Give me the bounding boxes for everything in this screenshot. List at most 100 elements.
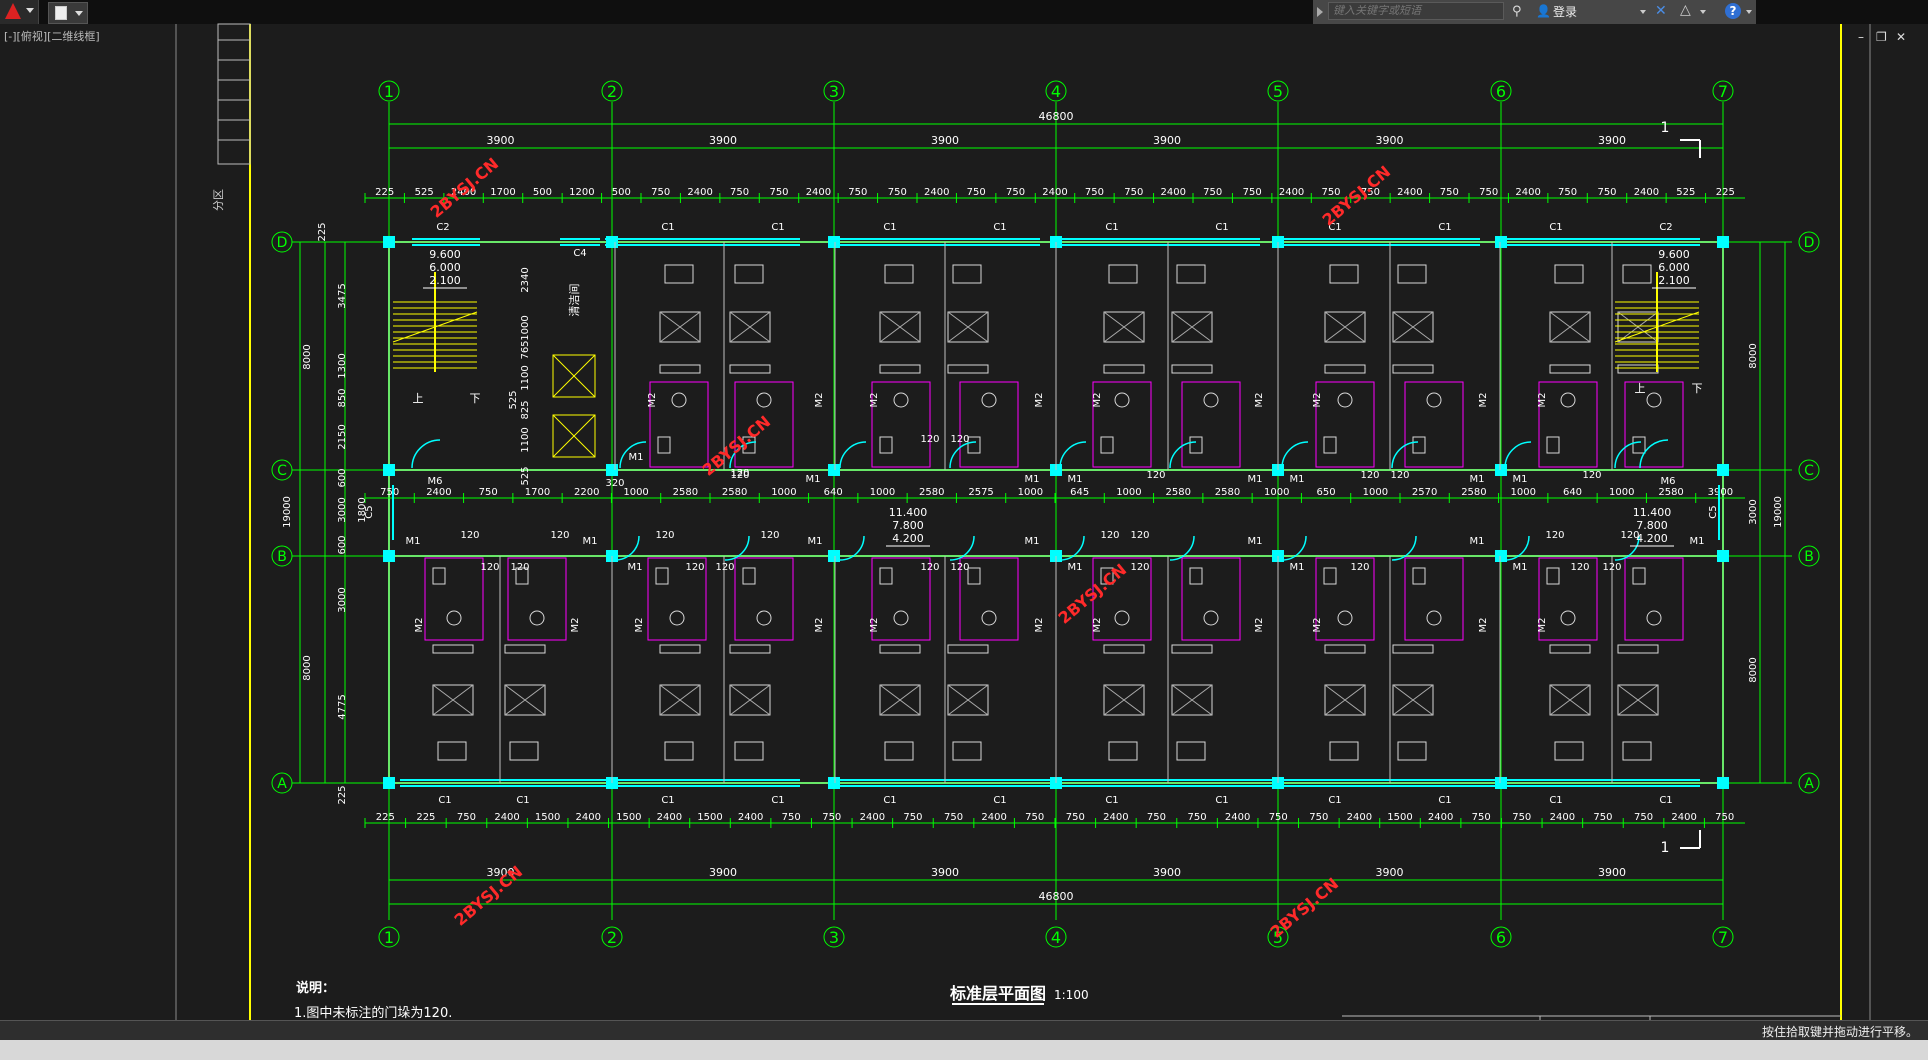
dim-detail-bottom: 2400 [1347, 812, 1372, 823]
window-label-c5: C5 [364, 505, 375, 518]
door-label-m1: M1 [1513, 474, 1528, 485]
toilet [1632, 436, 1646, 454]
door-label-m2: M2 [1034, 393, 1045, 408]
window-label-top: C1 [993, 222, 1006, 233]
dim-detail-top: 2400 [687, 187, 712, 198]
dim-120: 120 [1620, 530, 1639, 541]
login-button[interactable]: 登录 [1553, 5, 1578, 19]
expand-arrow-icon[interactable] [1317, 7, 1323, 17]
dim-left: 19000 [282, 496, 293, 528]
column [606, 236, 618, 248]
quick-access-button[interactable] [48, 2, 88, 24]
bed-line [1171, 311, 1213, 343]
stair-up: 上 [413, 392, 424, 405]
door-label-m2: M2 [1312, 618, 1323, 633]
dim-detail-bottom: 750 [822, 812, 841, 823]
window-label-top: C1 [1105, 222, 1118, 233]
dim-corridor: 640 [1563, 487, 1582, 498]
bed-line [1617, 684, 1659, 716]
door-label-m1: M1 [1690, 536, 1705, 547]
desk [437, 741, 467, 761]
restore-icon[interactable]: ❐ [1876, 30, 1887, 44]
desk [884, 264, 914, 284]
bathroom [647, 557, 707, 641]
window-label-bottom: C1 [1215, 795, 1228, 806]
toilet [879, 567, 893, 585]
sink [1337, 610, 1353, 626]
toilet [1632, 567, 1646, 585]
viewport-controls-label[interactable]: [-][俯视][二维线框] [4, 30, 100, 43]
sink [756, 610, 772, 626]
grid-bubble [1045, 926, 1067, 948]
drawing-title: 标准层平面图 [949, 984, 1046, 1003]
chevron-down-icon[interactable] [1640, 10, 1646, 14]
toilet [432, 567, 446, 585]
column [383, 236, 395, 248]
bed-line [432, 684, 474, 716]
close-icon[interactable]: ✕ [1896, 30, 1907, 44]
help-icon[interactable]: ? [1725, 3, 1741, 19]
column [383, 464, 395, 476]
bathroom [1315, 381, 1375, 468]
elevation-corridor: 11.400 [1633, 506, 1672, 519]
sink [1426, 392, 1442, 408]
grid-bubble [1045, 80, 1067, 102]
door-label-m2: M2 [869, 618, 880, 633]
bathroom [871, 557, 931, 641]
chevron-down-icon[interactable] [1700, 10, 1706, 14]
door-arc [1391, 441, 1419, 469]
grid-bubble [271, 231, 293, 253]
sink [1203, 392, 1219, 408]
dim-bay-bottom: 3900 [1598, 866, 1626, 879]
grid-bubble [1712, 80, 1734, 102]
bathroom [959, 381, 1019, 468]
bed [659, 311, 701, 343]
toilet [1412, 567, 1426, 585]
dim-detail-top: 750 [1006, 187, 1025, 198]
desk [1176, 264, 1206, 284]
bed [1103, 684, 1145, 716]
dim-left: 3000 [337, 587, 348, 612]
wardrobe [1549, 364, 1591, 374]
dim-detail-bottom: 750 [944, 812, 963, 823]
column [383, 550, 395, 562]
bathroom [1315, 557, 1375, 641]
dim-corridor: 2580 [1461, 487, 1486, 498]
autodesk-app-icon[interactable]: △ [1680, 2, 1691, 18]
command-line[interactable]: 按住拾取键并拖动进行平移。 [0, 1020, 1928, 1040]
exchange-icon[interactable]: ✕ [1655, 3, 1667, 19]
dim-detail-bottom: 225 [376, 812, 395, 823]
wardrobe [1171, 644, 1213, 654]
door-label-m1: M1 [1068, 474, 1083, 485]
bed [504, 684, 546, 716]
sink [981, 610, 997, 626]
room-label: 清洁间 [568, 284, 581, 317]
door-label-m1: M1 [1470, 536, 1485, 547]
application-menu-button[interactable] [0, 0, 39, 24]
minimize-icon[interactable]: – [1858, 30, 1864, 44]
bed-line [1549, 311, 1591, 343]
door-label-m1: M1 [583, 536, 598, 547]
dim-corridor: 1000 [623, 487, 648, 498]
binoculars-icon[interactable]: ⚲ [1512, 4, 1522, 19]
window-label-bottom: C1 [883, 795, 896, 806]
dim-detail-bottom: 2400 [1428, 812, 1453, 823]
elevation-left: 2.100 [429, 274, 461, 287]
dim-left: 3475 [337, 283, 348, 308]
search-input[interactable] [1328, 2, 1504, 20]
dim-detail-bottom: 750 [782, 812, 801, 823]
dim-120: 120 [685, 562, 704, 573]
grid-bubble [1267, 926, 1289, 948]
grid-bubble [378, 80, 400, 102]
dim-120: 120 [460, 530, 479, 541]
toilet [1189, 567, 1203, 585]
grid-bubble [823, 80, 845, 102]
sink [1114, 392, 1130, 408]
chevron-down-icon[interactable] [1746, 10, 1752, 14]
grid-bubble [1490, 926, 1512, 948]
dim-corridor: 640 [824, 487, 843, 498]
user-icon[interactable]: 👤 [1536, 4, 1551, 18]
elevator-dim: 1100 [520, 427, 531, 452]
dim-detail-top: 2400 [1397, 187, 1422, 198]
